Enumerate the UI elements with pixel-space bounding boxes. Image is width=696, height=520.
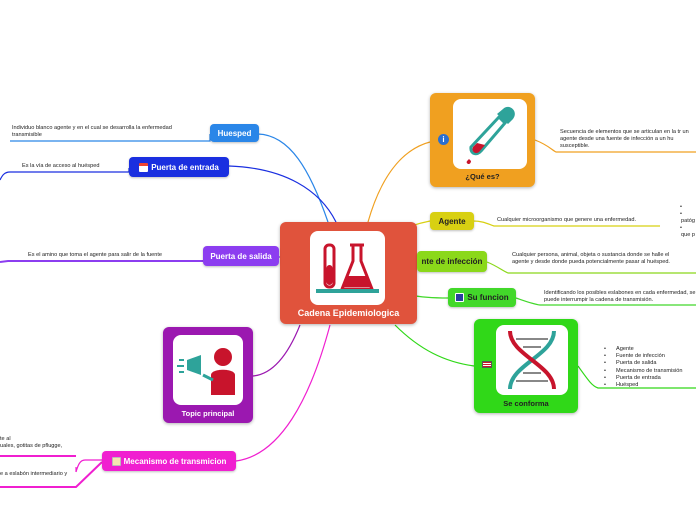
- flask-icon: [310, 231, 385, 305]
- transmision-text-3: e a eslabón intermediario y: [0, 471, 68, 477]
- screen-icon: [455, 293, 465, 302]
- list-item: Fuente de infección: [604, 353, 683, 360]
- note-icon: [111, 456, 121, 466]
- node-su-funcion-label: Su funcion: [467, 293, 509, 302]
- agente-sub-3: patóg: [681, 218, 695, 224]
- info-icon[interactable]: i: [438, 134, 449, 145]
- node-agente[interactable]: Agente: [430, 212, 474, 230]
- calendar-icon: [139, 162, 149, 172]
- node-se-conforma[interactable]: Se conforma: [474, 319, 578, 413]
- puerta-salida-description: Es el amino que toma el agente para sali…: [28, 252, 163, 258]
- flag-icon: [482, 361, 492, 368]
- node-huesped[interactable]: Huesped: [210, 124, 259, 142]
- node-puerta-entrada-label: Puerta de entrada: [151, 162, 219, 172]
- central-topic-title: Cadena Epidemiologica: [297, 308, 400, 318]
- node-topic-principal-label: Topic principal: [181, 409, 235, 418]
- list-item: Agente: [604, 346, 683, 353]
- node-mecanismo-transmision[interactable]: Mecanismo de transmicion: [102, 451, 236, 471]
- list-item: Huésped: [604, 382, 683, 389]
- agente-sub-2: •: [680, 211, 682, 217]
- agente-description: Cualquier microorganismo que genere una …: [497, 217, 636, 223]
- megaphone-person-icon: [173, 335, 243, 405]
- fuente-description: Cualquier persona, animal, objeta o sust…: [512, 252, 670, 265]
- se-conforma-list: Agente Fuente de infección Puerta de sal…: [604, 346, 683, 389]
- que-es-description: Secuencia de elementos que se articulan …: [560, 129, 689, 149]
- agente-sub-4: •: [680, 225, 682, 231]
- list-item: Mecanismo de transmisión: [604, 368, 683, 375]
- transmision-text-2: uales, gotitas de pflugge,: [0, 443, 63, 449]
- node-mecanismo-transmision-label: Mecanismo de transmicion: [123, 456, 227, 466]
- dropper-icon: [453, 99, 527, 169]
- node-topic-principal[interactable]: Topic principal: [163, 327, 253, 423]
- list-item: Puerta de salida: [604, 360, 683, 367]
- node-que-es[interactable]: ¿Qué es?: [430, 93, 535, 187]
- agente-sub-1: •: [680, 204, 682, 210]
- node-se-conforma-label: Se conforma: [503, 399, 549, 408]
- node-puerta-entrada[interactable]: Puerta de entrada: [129, 157, 229, 177]
- node-su-funcion[interactable]: Su funcion: [448, 288, 516, 307]
- node-huesped-label: Huesped: [217, 128, 252, 138]
- dna-icon: [496, 325, 568, 395]
- list-item: Puerta de entrada: [604, 375, 683, 382]
- node-puerta-salida-label: Puerta de salida: [210, 251, 272, 261]
- agente-sub-5: que p: [681, 232, 695, 238]
- node-puerta-salida[interactable]: Puerta de salida: [203, 246, 279, 266]
- huesped-description: Individuo blanco agente y en el cual se …: [12, 125, 172, 138]
- transmision-text-1: te al: [0, 436, 11, 442]
- node-agente-label: Agente: [438, 216, 466, 226]
- node-fuente-infeccion-label: nte de infección: [421, 257, 483, 266]
- node-que-es-label: ¿Qué es?: [465, 172, 500, 181]
- puerta-entrada-description: Es la vía de acceso al huésped: [22, 163, 100, 169]
- node-fuente-infeccion[interactable]: nte de infección: [417, 251, 487, 272]
- central-topic-node[interactable]: Cadena Epidemiologica: [280, 222, 417, 324]
- funcion-description: Identificando los posibles eslabones en …: [544, 290, 696, 303]
